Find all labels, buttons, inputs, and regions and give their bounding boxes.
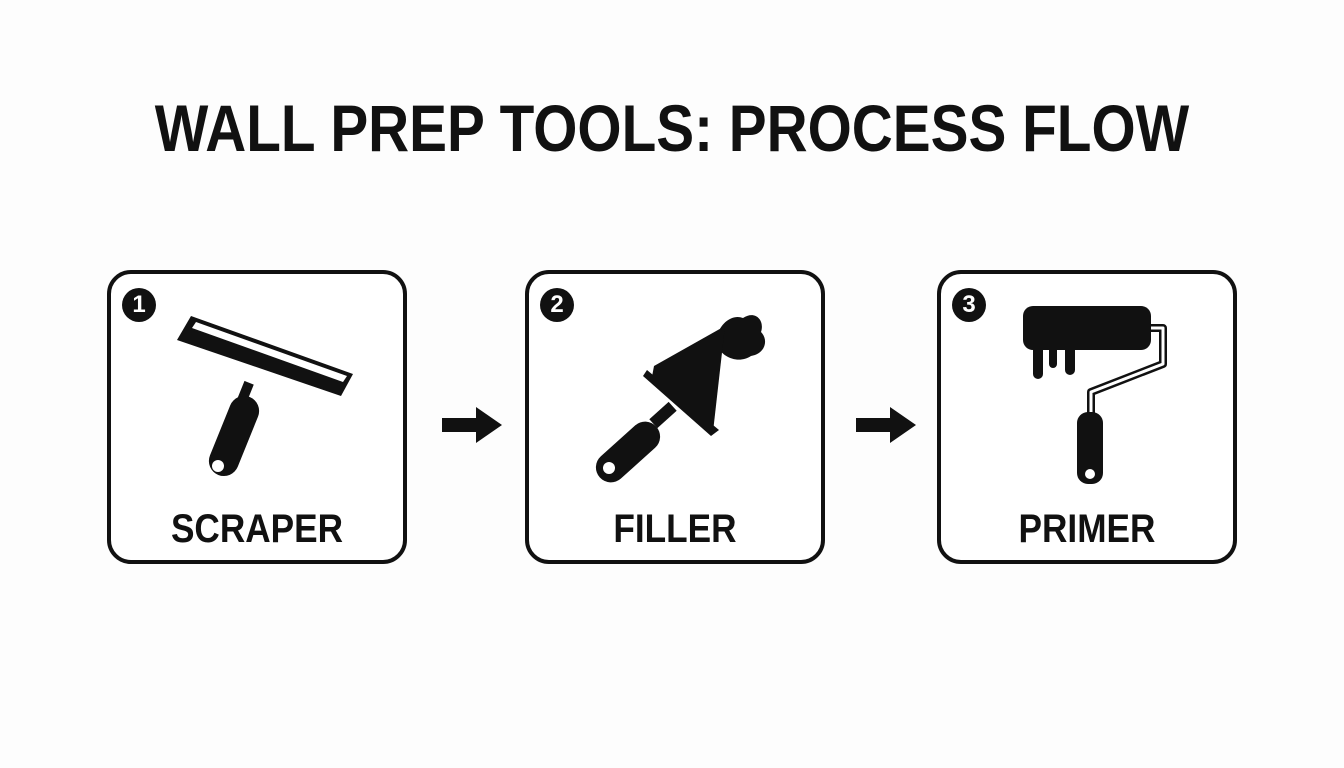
step-label-filler: FILLER xyxy=(613,507,737,551)
arrow-right-icon xyxy=(856,407,916,443)
paint-roller-icon xyxy=(1023,306,1167,484)
step-number-badge: 2 xyxy=(540,288,574,322)
step-card-primer: 3 PRIMER xyxy=(937,270,1237,564)
step-number-badge: 1 xyxy=(122,288,156,322)
step-label-primer: PRIMER xyxy=(1018,507,1156,551)
page-title: WALL PREP TOOLS: PROCESS FLOW xyxy=(154,91,1190,165)
arrow-right-icon xyxy=(442,407,502,443)
step-card-filler: 2 FILLER xyxy=(525,270,825,564)
step-card-scraper: 1 SCRAPER xyxy=(107,270,407,564)
step-number-badge: 3 xyxy=(952,288,986,322)
scraper-icon xyxy=(177,316,353,477)
step-label-scraper: SCRAPER xyxy=(170,507,344,551)
putty-knife-filler-icon xyxy=(595,315,766,483)
